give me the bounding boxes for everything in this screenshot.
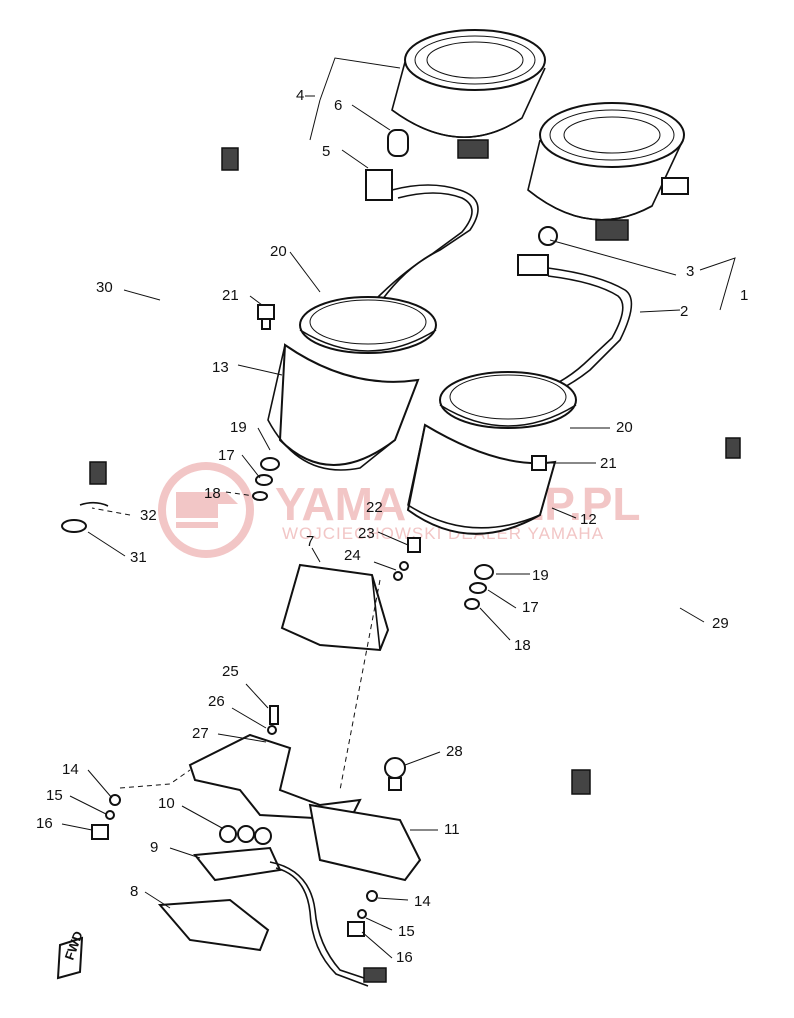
clip-32 (79, 501, 109, 507)
label-part-13: 13 (212, 359, 229, 376)
nuts-14-16-left (91, 794, 121, 840)
label-part-14-left: 14 (62, 761, 79, 778)
screw-21-left (257, 304, 275, 330)
label-part-26: 26 (208, 693, 225, 710)
label-part-17-left: 17 (218, 447, 235, 464)
indicator-lights-10 (219, 825, 272, 845)
bracket-7 (280, 563, 390, 652)
grommet-stack-right (464, 564, 494, 610)
label-part-20-right: 20 (616, 419, 633, 436)
label-part-15-right: 15 (398, 923, 415, 940)
leader-lines (61, 57, 736, 959)
bulb-28 (384, 757, 406, 791)
label-part-18-left: 18 (204, 485, 221, 502)
label-part-27: 27 (192, 725, 209, 742)
label-part-23: 23 (358, 525, 375, 542)
bulb-socket-6 (387, 129, 409, 157)
bracket-assembly-27 (188, 733, 362, 822)
label-part-30: 30 (96, 279, 113, 296)
label-part-31: 31 (130, 549, 147, 566)
label-part-20-left: 20 (270, 243, 287, 260)
bulb-socket-harness-5 (365, 169, 479, 331)
label-part-14-right: 14 (414, 893, 431, 910)
grommet-stack-left (252, 457, 280, 501)
label-part-4: 4 (296, 87, 304, 104)
indicator-panel-9 (193, 846, 387, 987)
label-part-15-left: 15 (46, 787, 63, 804)
watermark-tagline: WOJCIECHOWSKI DEALER YAMAHA (282, 524, 604, 543)
label-part-7: 7 (306, 533, 314, 550)
label-part-21-right: 21 (600, 455, 617, 472)
label-part-24: 24 (344, 547, 361, 564)
label-part-2: 2 (680, 303, 688, 320)
cable-29 (571, 437, 741, 795)
label-part-21-left: 21 (222, 287, 239, 304)
label-part-12: 12 (580, 511, 597, 528)
part-labels: 1 2 3 4 5 6 7 8 9 10 11 12 13 14 14 15 1… (36, 87, 748, 966)
label-part-28: 28 (446, 743, 463, 760)
bracket-11 (308, 803, 422, 882)
label-part-1: 1 (740, 287, 748, 304)
label-part-10: 10 (158, 795, 175, 812)
meter-assembly-1 (527, 102, 689, 241)
label-part-5: 5 (322, 143, 330, 160)
oring-31 (61, 519, 87, 533)
screw-21-right (531, 455, 547, 471)
bolt-25-27 (267, 705, 279, 735)
label-part-32: 32 (140, 507, 157, 524)
meter-case-13 (267, 343, 420, 471)
ring-20-left (299, 296, 437, 354)
label-part-22: 22 (366, 499, 383, 516)
label-part-8: 8 (130, 883, 138, 900)
label-part-16-right: 16 (396, 949, 413, 966)
label-part-9: 9 (150, 839, 158, 856)
label-part-18-right: 18 (514, 637, 531, 654)
label-part-3: 3 (686, 263, 694, 280)
meter-case-12 (406, 423, 557, 535)
watermark-logo (158, 462, 254, 558)
label-part-11: 11 (444, 821, 460, 838)
label-part-6: 6 (334, 97, 342, 114)
fwd-emblem: FWD (56, 929, 86, 980)
label-part-29: 29 (712, 615, 729, 632)
label-part-17-right: 17 (522, 599, 539, 616)
nuts-14-16-right (347, 890, 378, 937)
watermark: YAMA-SKLEP.PL WOJCIECHOWSKI DEALER YAMAH… (158, 462, 641, 558)
meter-assembly-4 (391, 29, 546, 159)
label-part-19-right: 19 (532, 567, 549, 584)
label-part-19-left: 19 (230, 419, 247, 436)
ring-20-right (439, 371, 577, 429)
label-part-16-left: 16 (36, 815, 53, 832)
cover-8 (157, 898, 270, 952)
label-part-25: 25 (222, 663, 239, 680)
cable-30 (89, 147, 239, 485)
